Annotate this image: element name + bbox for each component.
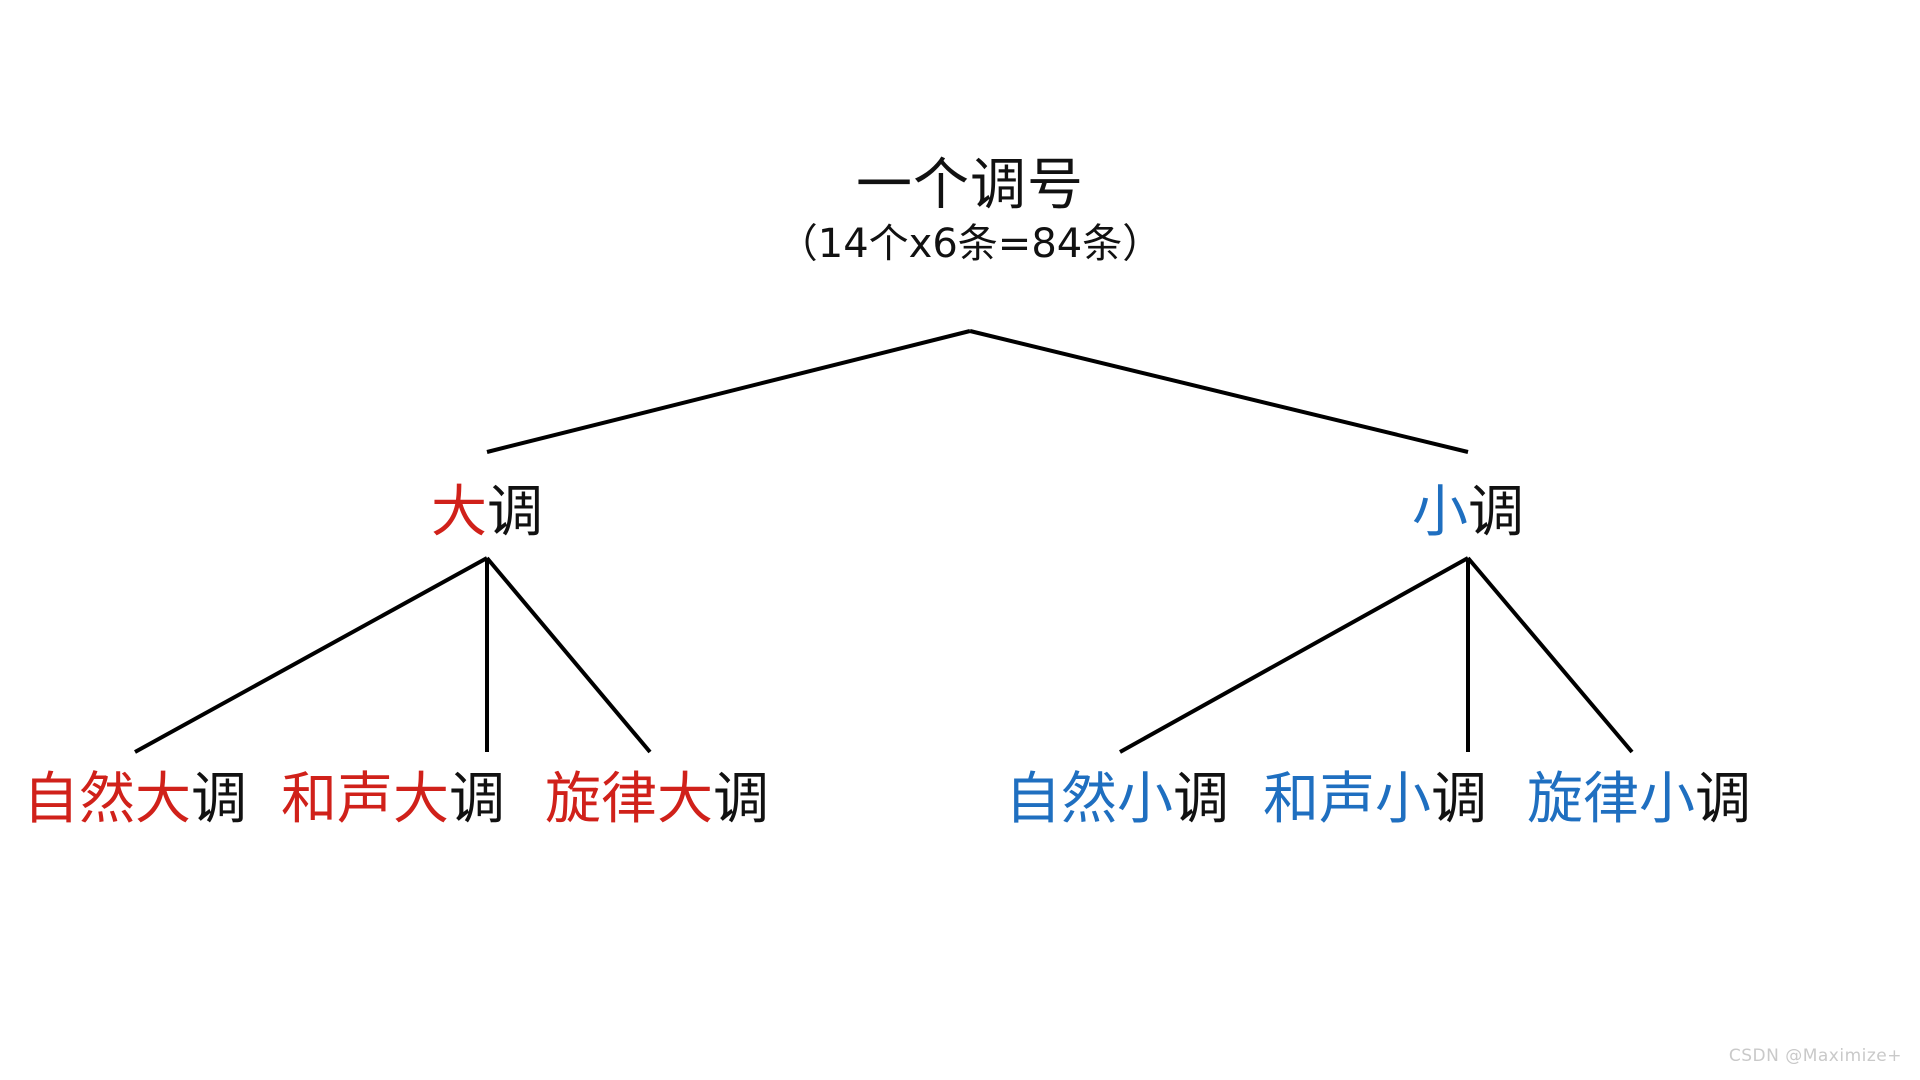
node-harmonic-minor: 和声小调 <box>1263 772 1487 828</box>
edge-root-to-major <box>486 329 971 454</box>
edge-major-to-melodic-major <box>485 556 652 754</box>
node-harmonic-major-suffix: 调 <box>449 767 505 832</box>
edge-major-to-natural-major <box>134 556 488 754</box>
node-melodic-minor: 旋律小调 <box>1527 772 1751 828</box>
node-melodic-major-prefix: 旋律大 <box>545 767 713 832</box>
node-minor-key-suffix: 调 <box>1468 480 1524 545</box>
node-minor-key: 小调 <box>1412 485 1524 541</box>
edge-minor-to-natural-minor <box>1119 556 1469 754</box>
node-root: 一个调号 （14个x6条=84条） <box>777 158 1163 267</box>
root-subtitle: （14个x6条=84条） <box>777 221 1163 267</box>
node-major-key-prefix: 大 <box>431 480 487 545</box>
node-major-key: 大调 <box>431 485 543 541</box>
node-melodic-major-suffix: 调 <box>713 767 769 832</box>
node-harmonic-major: 和声大调 <box>281 772 505 828</box>
root-title: 一个调号 <box>856 153 1084 218</box>
node-harmonic-major-prefix: 和声大 <box>281 767 449 832</box>
node-natural-major-suffix: 调 <box>191 767 247 832</box>
node-major-key-suffix: 调 <box>487 480 543 545</box>
node-natural-minor-suffix: 调 <box>1173 767 1229 832</box>
node-harmonic-minor-prefix: 和声小 <box>1263 767 1431 832</box>
node-harmonic-minor-suffix: 调 <box>1431 767 1487 832</box>
node-natural-major: 自然大调 <box>23 772 247 828</box>
node-natural-minor: 自然小调 <box>1005 772 1229 828</box>
node-natural-minor-prefix: 自然小 <box>1005 767 1173 832</box>
node-natural-major-prefix: 自然大 <box>23 767 191 832</box>
watermark: CSDN @Maximize+ <box>1728 1046 1902 1066</box>
edge-root-to-minor <box>969 329 1469 454</box>
edge-minor-to-melodic-minor <box>1466 556 1634 754</box>
node-minor-key-prefix: 小 <box>1412 480 1468 545</box>
node-melodic-major: 旋律大调 <box>545 772 769 828</box>
node-melodic-minor-prefix: 旋律小 <box>1527 767 1695 832</box>
node-melodic-minor-suffix: 调 <box>1695 767 1751 832</box>
